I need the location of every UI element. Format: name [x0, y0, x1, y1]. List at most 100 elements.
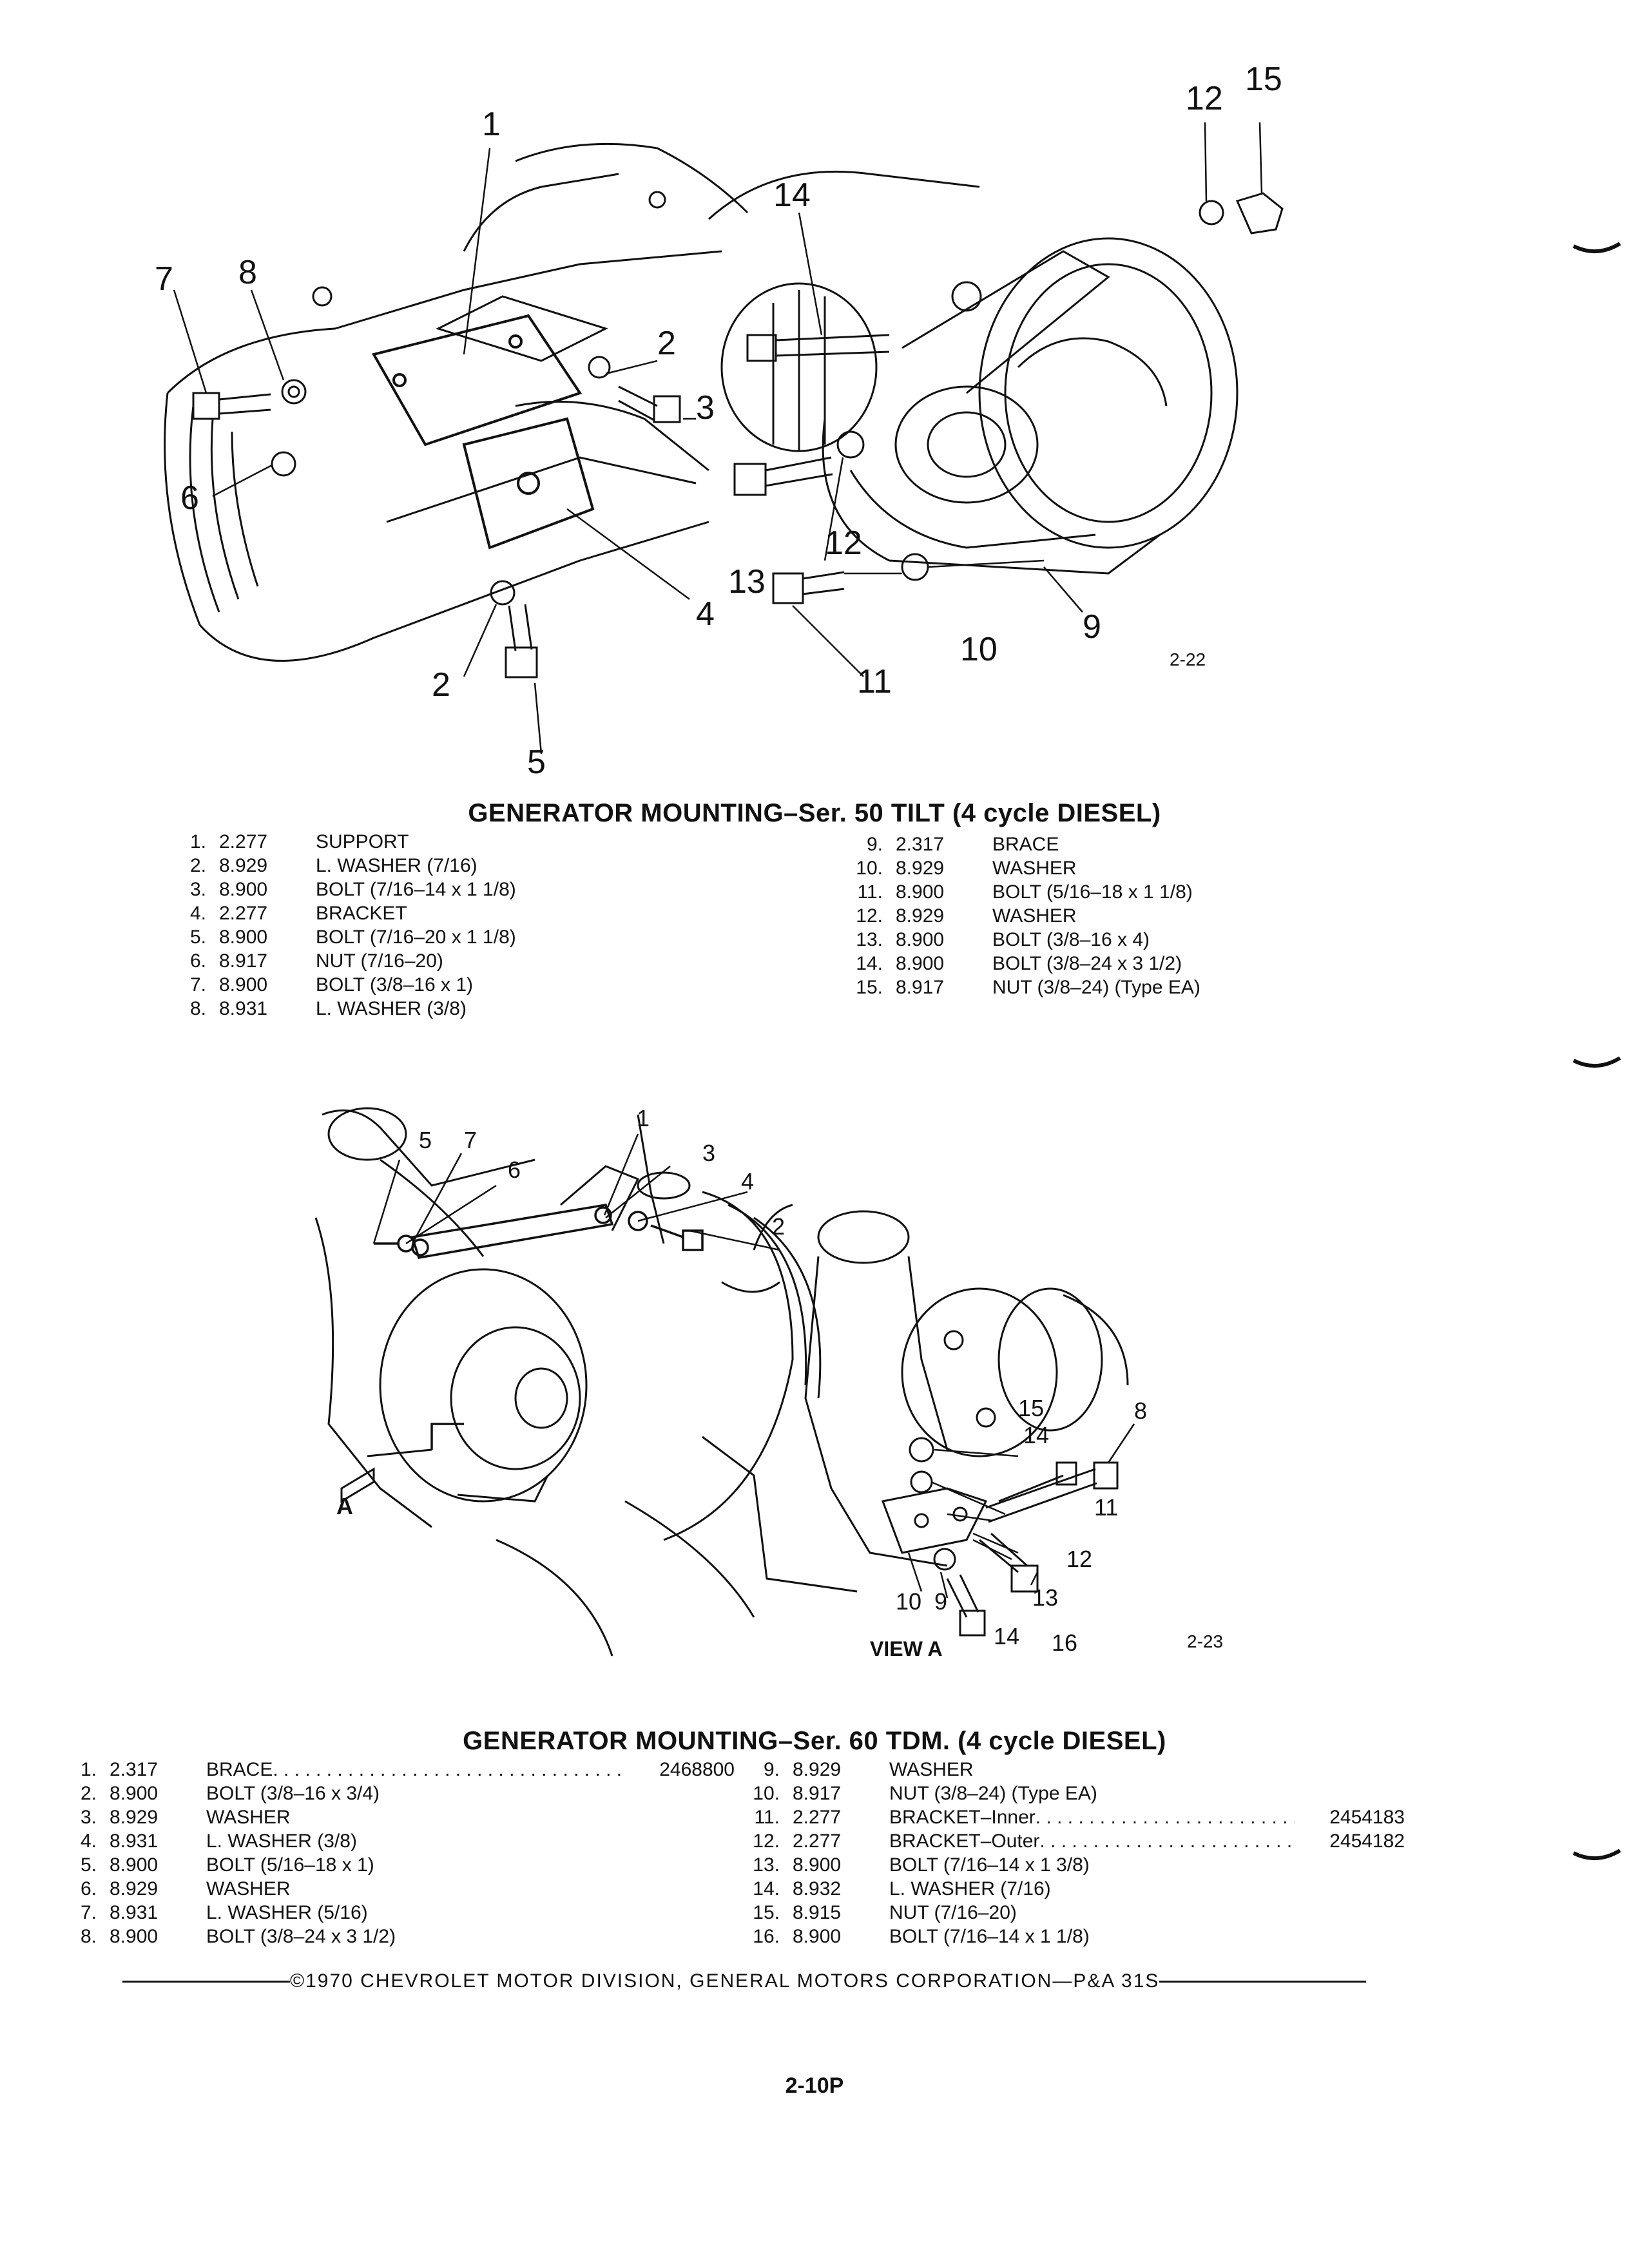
group-number: 8.931: [110, 1902, 159, 1923]
callout-9: 9: [1083, 608, 1101, 646]
group-number: 2.277: [219, 831, 268, 852]
group-number: 8.917: [793, 1783, 842, 1804]
group-number: 8.900: [219, 974, 268, 995]
callout-b-15: 15: [1018, 1395, 1044, 1421]
part-number: 2468800: [659, 1759, 735, 1780]
item-number: 13.: [856, 929, 883, 950]
caption-ser60: GENERATOR MOUNTING–Ser. 60 TDM. (4 cycle…: [463, 1727, 1166, 1755]
callout-b-4: 4: [741, 1168, 754, 1195]
callout-6: 6: [180, 479, 199, 517]
callout-b-11: 11: [1094, 1494, 1118, 1521]
group-number: 8.900: [219, 927, 268, 948]
part-description: NUT (3/8–24) (Type EA): [992, 977, 1200, 998]
parts-row: 10. 8.917 NUT (3/8–24) (Type EA): [735, 1782, 1405, 1805]
part-description: SUPPORT: [316, 831, 409, 852]
item-number: 1.: [80, 1759, 97, 1780]
edge-mark-1: [1572, 242, 1621, 254]
item-number: 14.: [753, 1878, 780, 1899]
part-description: BOLT (3/8–16 x 3/4): [206, 1783, 380, 1804]
item-number: 14.: [856, 953, 883, 974]
hardware-left: [192, 356, 681, 678]
part-description: BRACKET–Inner: [889, 1807, 1036, 1828]
page-number: 2-10P: [785, 2073, 844, 2098]
callout-7: 7: [155, 260, 173, 298]
item-number: 6.: [189, 950, 206, 972]
edge-mark-3: [1572, 1849, 1621, 1861]
item-number: 16.: [753, 1926, 780, 1947]
part-description: WASHER: [992, 858, 1077, 879]
engine-block-left: [164, 142, 749, 662]
callout-5: 5: [527, 744, 546, 780]
group-number: 8.900: [110, 1854, 159, 1876]
callout-b-5: 5: [419, 1127, 432, 1153]
part-description: L. WASHER (3/8): [316, 998, 467, 1019]
part-description: BRACKET: [316, 903, 407, 924]
part-description: L. WASHER (3/8): [206, 1831, 357, 1852]
group-number: 8.929: [110, 1878, 159, 1899]
part-description: BOLT (7/16–14 x 1 3/8): [889, 1854, 1090, 1876]
callout-1: 1: [482, 106, 501, 143]
callout-b-12: 12: [1066, 1546, 1092, 1572]
part-description: WASHER: [206, 1807, 291, 1828]
callout-b-8: 8: [1134, 1398, 1147, 1424]
item-number: 12.: [856, 905, 883, 927]
edge-mark-2: [1572, 1056, 1621, 1068]
callout-3: 3: [696, 389, 715, 427]
item-number: 9.: [763, 1759, 780, 1780]
group-number: 8.917: [219, 950, 268, 972]
figure-code-bottom: 2-23: [1187, 1631, 1224, 1651]
group-number: 8.932: [793, 1878, 842, 1899]
item-number: 15.: [753, 1902, 780, 1923]
copyright-footer: ©1970 CHEVROLET MOTOR DIVISION, GENERAL …: [122, 1970, 1366, 1992]
item-number: 8.: [80, 1926, 97, 1947]
group-number: 8.929: [110, 1807, 159, 1828]
item-number: 10.: [753, 1783, 780, 1804]
callout-12b: 12: [825, 524, 862, 562]
part-description: NUT (3/8–24) (Type EA): [889, 1783, 1097, 1804]
callout-b-6: 6: [508, 1157, 521, 1183]
group-number: 8.931: [110, 1831, 159, 1852]
callout-b-2: 2: [772, 1213, 785, 1240]
leader-lines-top: [173, 122, 1263, 754]
footer-rule-left: [122, 1980, 290, 1983]
part-description: NUT (7/16–20): [889, 1902, 1017, 1923]
item-number: 15.: [856, 977, 883, 998]
footer-rule-right: [1159, 1980, 1366, 1983]
part-description: BOLT (3/8–16 x 4): [992, 929, 1150, 950]
part-description: BRACKET–Outer: [889, 1831, 1040, 1852]
hardware-right-view: [340, 1437, 1119, 1637]
group-number: 8.900: [793, 1926, 842, 1947]
part-description: BOLT (5/16–18 x 1): [206, 1854, 374, 1876]
group-number: 8.900: [896, 881, 945, 903]
leader-dots: . . . . . . . . . . . . . . . . . . . . …: [1039, 1831, 1295, 1852]
group-number: 8.900: [110, 1783, 159, 1804]
item-number: 7.: [80, 1902, 97, 1923]
view-a-label: VIEW A: [870, 1637, 943, 1660]
leader-lines-bottom: [372, 1133, 1135, 1599]
callout-4: 4: [696, 595, 715, 633]
caption-ser50: GENERATOR MOUNTING–Ser. 50 TILT (4 cycle…: [468, 799, 1161, 827]
part-description: BRACE: [992, 834, 1059, 855]
part-description: WASHER: [889, 1759, 974, 1780]
item-number: 9.: [866, 834, 883, 855]
callout-2b: 2: [432, 666, 450, 704]
callout-10: 10: [960, 631, 998, 668]
group-number: 2.277: [793, 1831, 842, 1852]
